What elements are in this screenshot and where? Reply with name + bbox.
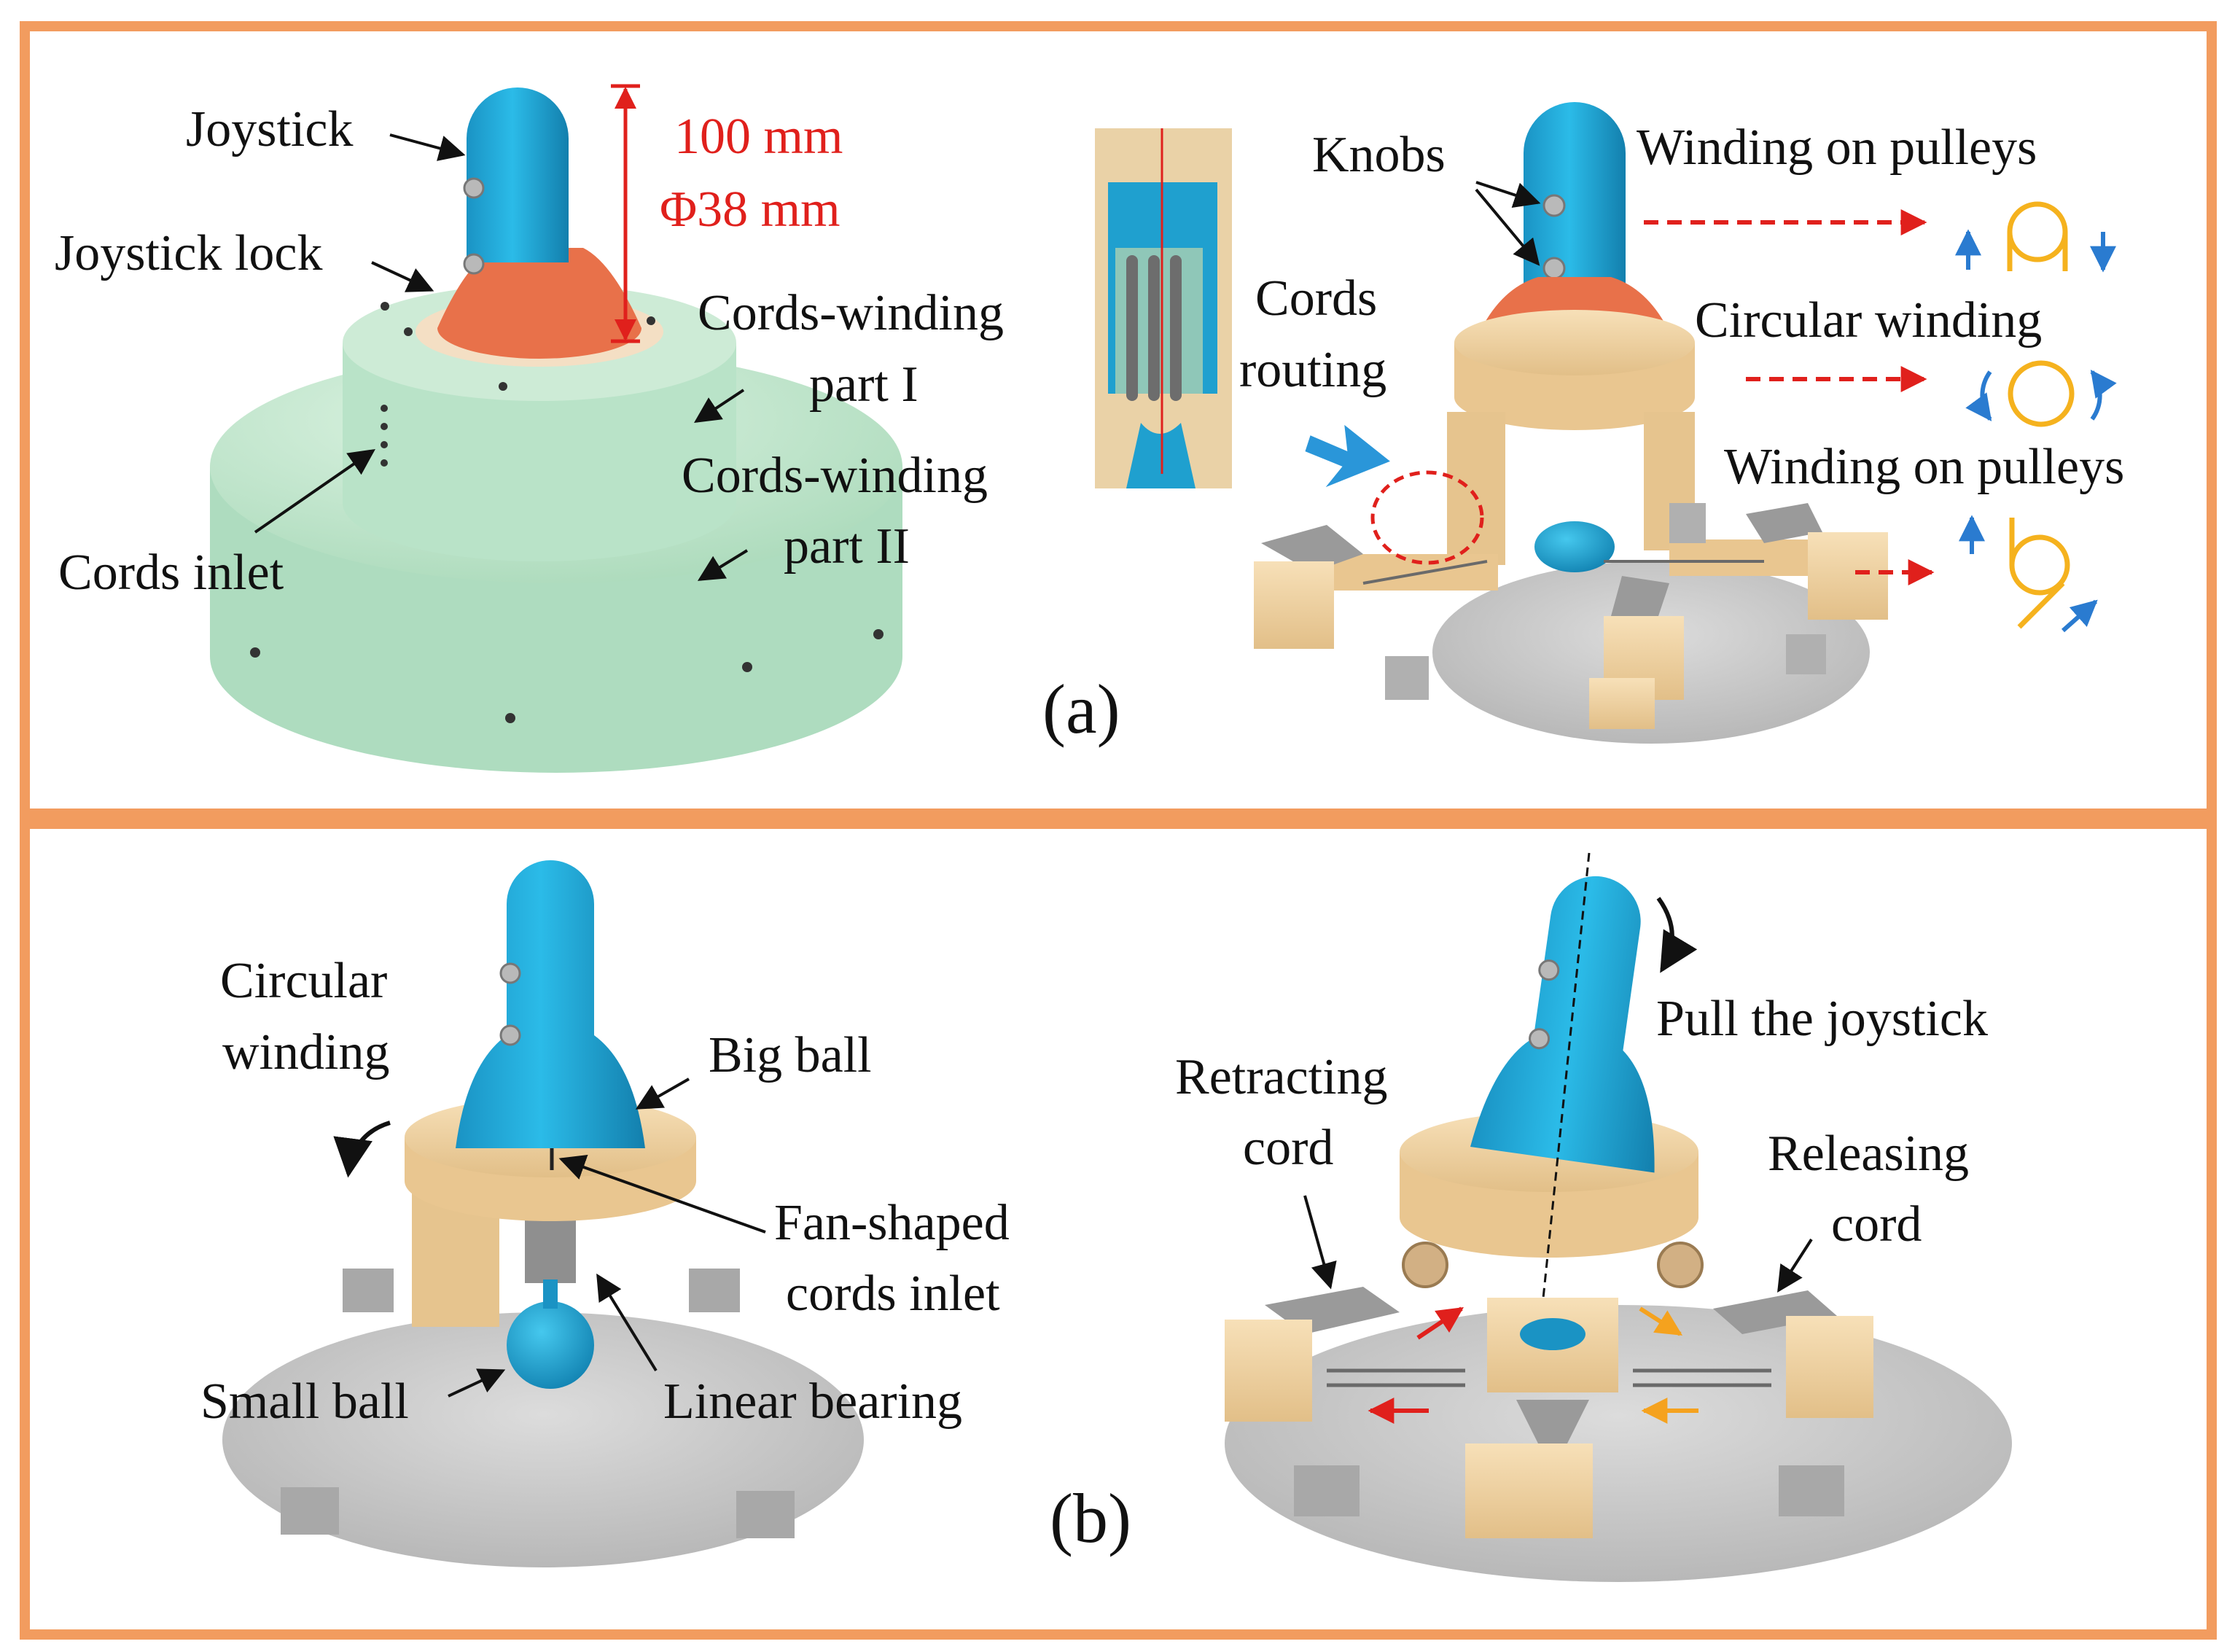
- label-joystick-lock: Joystick lock: [55, 225, 322, 281]
- label-knobs: Knobs: [1312, 127, 1446, 183]
- label-releasing-line1: Releasing: [1768, 1126, 1969, 1182]
- label-releasing-line2: cord: [1831, 1196, 1922, 1252]
- label-linear-bearing: Linear bearing: [663, 1374, 962, 1430]
- highlight-circle: [1370, 470, 1484, 565]
- pulley-winding-icon: [2007, 201, 2068, 271]
- routing-arrow-icon: [1305, 424, 1390, 488]
- label-winding-pulleys-top: Winding on pulleys: [1637, 120, 2037, 176]
- label-circular-winding-a: Circular winding: [1695, 292, 2042, 348]
- label-retracting-line2: cord: [1243, 1120, 1333, 1176]
- pulley-winding-offset-icon: [2009, 518, 2070, 629]
- knob-icon: [499, 962, 521, 984]
- knob-icon: [1542, 194, 1566, 217]
- circular-winding-icon: [1965, 360, 2117, 427]
- knob-icon: [1538, 959, 1560, 981]
- label-cords-winding-part1-line2: part I: [809, 356, 918, 413]
- housing-render: [210, 87, 902, 773]
- knob-icon: [1529, 1028, 1551, 1050]
- mechanism-render-b-right: [1225, 852, 2012, 1582]
- label-circular-winding-b-line1: Circular: [220, 953, 387, 1009]
- label-pull-joystick: Pull the joystick: [1656, 991, 1988, 1047]
- label-dim-diameter: Φ38 mm: [660, 182, 840, 238]
- panel-b-frame: [20, 819, 2217, 1640]
- mechanism-render-b-left: [222, 860, 864, 1567]
- label-retracting-line1: Retracting: [1175, 1049, 1388, 1105]
- label-cords-inlet: Cords inlet: [58, 545, 284, 601]
- knob-icon: [1542, 257, 1566, 280]
- mechanism-render-a: [1254, 102, 1888, 744]
- label-fan-inlet-line1: Fan-shaped: [774, 1195, 1010, 1251]
- axis-line: [1540, 852, 1591, 1313]
- label-dim-height: 100 mm: [674, 109, 843, 165]
- label-small-ball: Small ball: [200, 1374, 409, 1430]
- knob-icon: [463, 177, 485, 199]
- height-dimension: [611, 84, 640, 343]
- label-joystick: Joystick: [186, 101, 353, 157]
- pull-arrow-icon: [1656, 897, 1698, 973]
- label-winding-pulleys-bottom: Winding on pulleys: [1724, 439, 2124, 495]
- panel-a-tag: (a): [1042, 670, 1120, 748]
- label-big-ball: Big ball: [709, 1027, 872, 1083]
- rotation-arrow-icon: [333, 1121, 391, 1178]
- panel-b-tag: (b): [1050, 1479, 1131, 1557]
- knob-icon: [463, 253, 485, 275]
- pulley-inset: [1095, 128, 1232, 488]
- label-cords-routing-line2: routing: [1239, 342, 1386, 398]
- label-cords-winding-part1-line1: Cords-winding: [698, 285, 1004, 341]
- panel-a-frame: [20, 21, 2217, 819]
- label-cords-winding-part2-line1: Cords-winding: [682, 448, 988, 504]
- knob-icon: [499, 1024, 521, 1046]
- label-circular-winding-b-line2: winding: [222, 1024, 389, 1080]
- label-cords-winding-part2-line2: part II: [784, 518, 910, 574]
- label-fan-inlet-line2: cords inlet: [786, 1266, 1000, 1322]
- label-cords-routing-line1: Cords: [1255, 270, 1377, 327]
